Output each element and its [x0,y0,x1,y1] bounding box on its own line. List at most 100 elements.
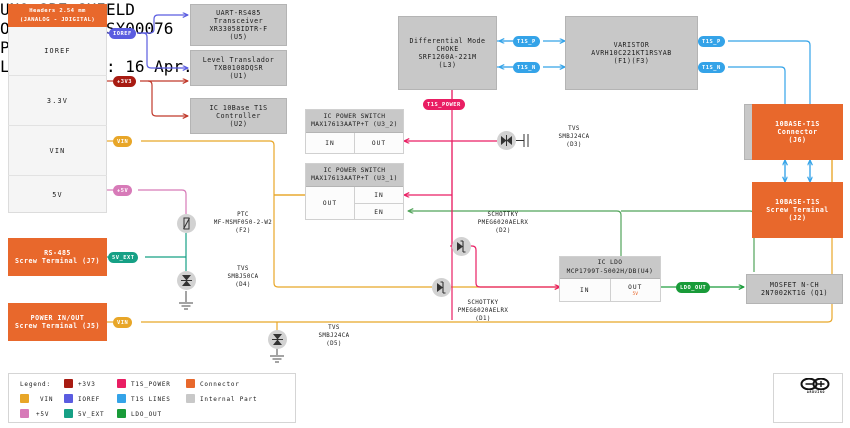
block-line: SRF1260A-221M [418,53,477,61]
block-line: Screw Terminal (J7) [15,257,100,265]
legend-swatch-connector [186,379,195,388]
block-line: Transceiver [213,16,264,25]
legend-label-5v: +5V [36,411,50,418]
component-d1-label: SCHOTTKY PMEG6020AELRX (D1) [428,300,538,323]
ic-u4-out-voltage: 5V [632,291,639,297]
ic-u3-1-pin-en[interactable]: EN [355,204,403,220]
legend-label-connector: Connector [200,381,240,388]
net-pill-label: T1S_POWER [427,101,461,108]
ic-u4-pin-out[interactable]: OUT 5V [611,279,661,301]
header-row-label: 3.3V [46,96,69,105]
legend-swatch-t1s-lines [117,394,126,403]
header-row-ioref[interactable]: IOREF [8,27,107,75]
net-pill-label: +5V [117,187,129,194]
header-row-label: VIN [49,146,66,155]
header-row-label: IOREF [44,47,71,55]
block-line: IC 10Base T1S [209,103,268,112]
legend-label-internal-part: Internal Part [200,396,258,403]
ic-head-line: MCP1799T-5002H/DB(U4) [566,267,654,275]
net-pill-3v3[interactable]: +3V3 [113,76,136,87]
block-l3-choke[interactable]: Differential Mode CHOKE SRF1260A-221M (L… [398,16,497,90]
component-label-line: SMBJ24CA [558,133,590,140]
ic-pin-label: IN [580,286,590,294]
block-line: Controller [216,111,261,120]
component-label-line: (D5) [326,340,342,347]
component-d2-schottky[interactable] [452,237,471,256]
block-u2-t1s-controller[interactable]: IC 10Base T1S Controller (U2) [190,98,287,134]
legend-swatch-vin [20,394,29,403]
component-d5-label: TVS SMBJ24CA (D5) [291,325,377,348]
headers-title-line2: (JANALOG - JDIGITAL) [19,16,96,23]
ic-u3-2-pin-in[interactable]: IN [306,133,355,154]
block-line: VARISTOR [613,40,650,49]
ic-u3-1-pin-out[interactable]: OUT [306,187,355,220]
block-line: Screw Terminal (J5) [15,322,100,330]
legend-label-vin: VIN [40,396,54,403]
component-label-line: SCHOTTKY [467,300,499,306]
ic-u4-header: IC LDO MCP1799T-5002H/DB(U4) [560,257,660,279]
ic-pin-label: OUT [628,283,643,291]
header-row-vin[interactable]: VIN [8,125,107,175]
ic-u4-ldo[interactable]: IC LDO MCP1799T-5002H/DB(U4) IN OUT 5V [559,256,661,302]
block-j2-t1s-screw-terminal[interactable]: 10BASE-T1S Screw Terminal (J2) [752,182,843,238]
component-label-line: MF-MSMF050-2-W2 [213,219,273,226]
headers-title-line1: Headers 2.54 mm [29,8,86,15]
title-block [773,373,843,423]
net-pill-label: VIN [117,138,129,145]
legend-swatch-5v [20,409,29,418]
component-d1-schottky[interactable] [432,278,451,297]
net-pill-ioref[interactable]: IOREF [109,28,136,39]
net-pill-vin-j5[interactable]: VIN [113,317,133,328]
net-pill-vin-header[interactable]: VIN [113,136,133,147]
component-d2-label: SCHOTTKY PMEG6020AELRX (D2) [448,212,558,235]
header-row-5v[interactable]: 5V [8,175,107,213]
legend-label-5v-ext: 5V_EXT [78,411,105,418]
block-line: (F1)(F3) [613,57,650,66]
block-u5-uart-rs485[interactable]: UART-RS485 Transceiver XR33058IDTR-F (U5… [190,4,287,46]
block-line: (U5) [229,33,248,42]
ic-u3-1-pin-in[interactable]: IN [355,187,403,204]
block-line: (L3) [438,61,457,70]
block-line: (U2) [229,120,248,129]
component-d3-cap-icon [516,134,529,147]
block-line: UART-RS485 [216,8,261,17]
ic-u3-1-power-switch[interactable]: IC POWER SWITCH MAX17613AATP+T (U3_1) OU… [305,163,404,220]
block-u1-level-translator[interactable]: Level Translador TXB0108DQSR (U1) [190,50,287,86]
block-j7-rs485-screw-terminal[interactable]: RS-485 Screw Terminal (J7) [8,238,107,276]
block-j5-power-screw-terminal[interactable]: POWER IN/OUT Screw Terminal (J5) [8,303,107,341]
ic-u3-2-power-switch[interactable]: IC POWER SWITCH MAX17613AATP+T (U3_2) IN… [305,109,404,154]
ic-pin-label: IN [325,140,335,147]
net-pill-label: LDO_OUT [680,284,707,291]
block-line: (U1) [229,72,248,81]
component-d3-tvs[interactable] [497,131,516,150]
legend-swatch-ioref [64,394,73,403]
net-pill-t1s-power[interactable]: T1S_POWER [423,99,465,110]
legend-label-3v3: +3V3 [78,381,96,388]
net-pill-5v-ext[interactable]: 5V_EXT [108,252,139,263]
component-f2-ptc[interactable] [177,214,196,233]
component-label-line: (D1) [475,315,491,322]
ic-u4-pin-in[interactable]: IN [560,279,611,301]
net-pill-t1s-p-left[interactable]: T1S_P [513,36,540,47]
ic-pin-label: IN [374,191,384,199]
net-pill-label: IOREF [113,30,132,37]
block-q1-mosfet[interactable]: MOSFET N-CH 2N7002KT1G (Q1) [746,274,843,304]
component-d4-tvs[interactable] [177,271,196,290]
block-j6-t1s-connector[interactable]: 10BASE-T1S Connector (J6) [752,104,843,160]
ic-u3-1-header: IC POWER SWITCH MAX17613AATP+T (U3_1) [306,164,403,187]
ic-u3-2-pin-out[interactable]: OUT [355,133,403,154]
net-pill-5v[interactable]: +5V [113,185,133,196]
block-f1f3-varistor[interactable]: VARISTOR AVRH10C221KT1RSYAB (F1)(F3) [565,16,698,90]
component-label-line: TVS [568,126,580,132]
net-pill-t1s-p-right[interactable]: T1S_P [698,36,725,47]
net-pill-ldo-out[interactable]: LDO_OUT [676,282,711,293]
net-pill-t1s-n-right[interactable]: T1S_N [698,62,725,73]
component-d5-tvs[interactable] [268,330,287,349]
net-pill-label: +3V3 [117,78,132,85]
component-label-line: SMBJ50CA [227,273,259,280]
legend-swatch-t1s-power [117,379,126,388]
net-pill-t1s-n-left[interactable]: T1S_N [513,62,540,73]
header-row-3v3[interactable]: 3.3V [8,75,107,125]
ic-u3-2-header: IC POWER SWITCH MAX17613AATP+T (U3_2) [306,110,403,133]
